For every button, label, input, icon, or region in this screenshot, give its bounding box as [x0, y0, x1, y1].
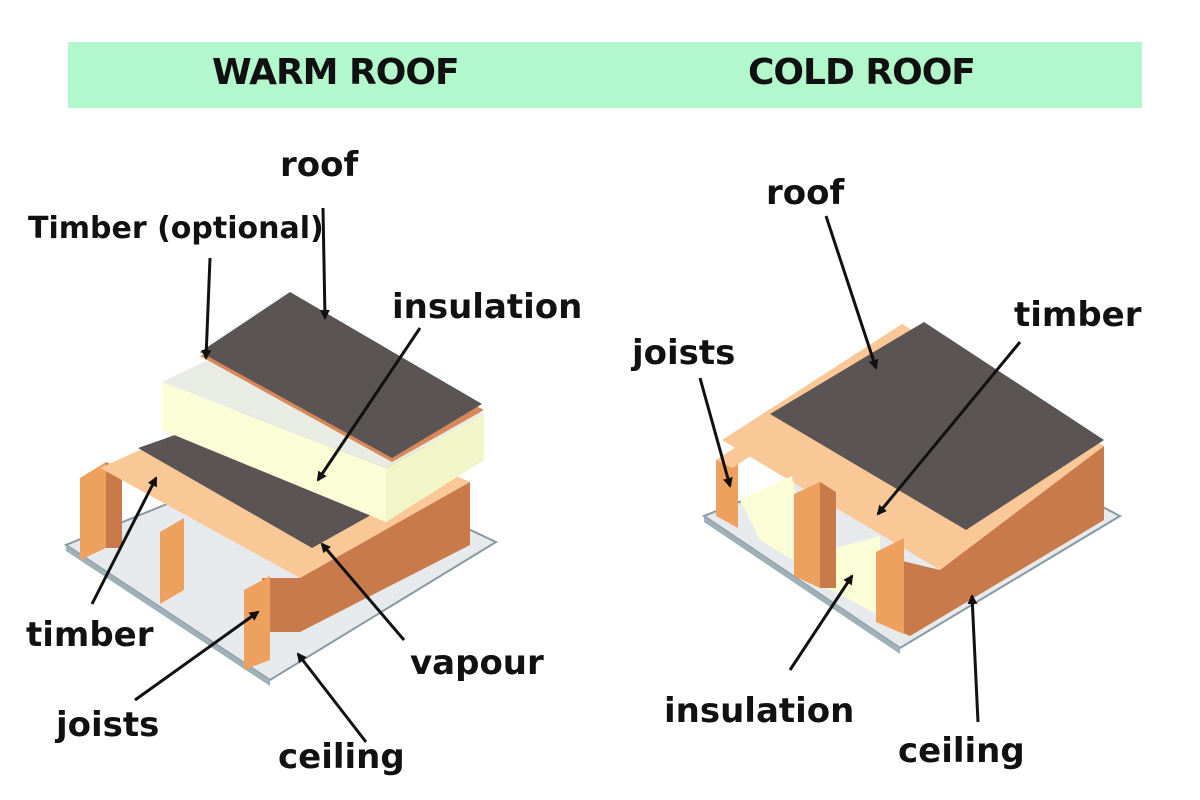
- cold-roof-illustration: [701, 322, 1123, 654]
- arrow-warm-roof: [319, 207, 330, 320]
- warm-joist-back-1-side: [106, 462, 122, 548]
- label-warm-joists: joists: [54, 705, 159, 745]
- arrow-cold-joists: [698, 377, 733, 488]
- arrow-warm-insulation: [316, 327, 422, 482]
- cold-joist-left-top: [716, 446, 754, 468]
- warm-joist-back-2: [160, 518, 184, 604]
- cold-joist-middle: [794, 482, 820, 588]
- label-warm-ceiling: ceiling: [278, 737, 405, 777]
- warm-insulation-front: [162, 382, 386, 522]
- arrow-cold-insulation: [788, 574, 854, 671]
- label-cold-timber: timber: [1014, 295, 1142, 335]
- label-warm-vapour: vapour: [410, 643, 544, 683]
- label-cold-ceiling: ceiling: [898, 731, 1025, 771]
- warm-roof-membrane: [200, 292, 482, 458]
- arrow-cold-ceiling: [967, 594, 980, 723]
- arrow-cold-timber: [876, 341, 1022, 516]
- arrow-warm-timber-optional: [201, 257, 212, 360]
- arrow-warm-joists: [134, 610, 260, 702]
- cold-ceiling-edge: [704, 516, 900, 654]
- cold-leader-lines: [698, 215, 1022, 723]
- label-cold-insulation: insulation: [664, 691, 854, 731]
- cold-roof-membrane: [770, 322, 1104, 530]
- label-cold-roof: roof: [766, 173, 845, 213]
- label-warm-insulation: insulation: [392, 287, 582, 327]
- header-banner: [68, 42, 1142, 108]
- warm-leader-lines: [90, 207, 422, 743]
- arrow-warm-ceiling: [296, 652, 368, 743]
- warm-roof-illustration: [63, 292, 499, 686]
- label-warm-roof: roof: [280, 145, 359, 185]
- warm-joist-back-1: [80, 462, 106, 560]
- cold-front-wall: [882, 446, 1104, 636]
- label-cold-joists: joists: [630, 333, 735, 373]
- heading-warm-roof: WARM ROOF: [212, 52, 460, 93]
- warm-insulation-side: [386, 414, 484, 522]
- warm-ceiling-edge: [66, 545, 270, 686]
- label-warm-timber-optional: Timber (optional): [28, 211, 324, 246]
- cold-joist-middle-side: [820, 482, 836, 588]
- heading-cold-roof: COLD ROOF: [748, 52, 976, 93]
- warm-timber-front: [262, 482, 470, 632]
- warm-joist-front: [244, 576, 270, 670]
- arrow-cold-roof: [824, 215, 879, 370]
- cold-joist-front: [876, 538, 904, 634]
- arrow-warm-timber: [90, 476, 158, 605]
- label-warm-timber: timber: [26, 615, 154, 655]
- arrow-warm-vapour: [320, 542, 406, 641]
